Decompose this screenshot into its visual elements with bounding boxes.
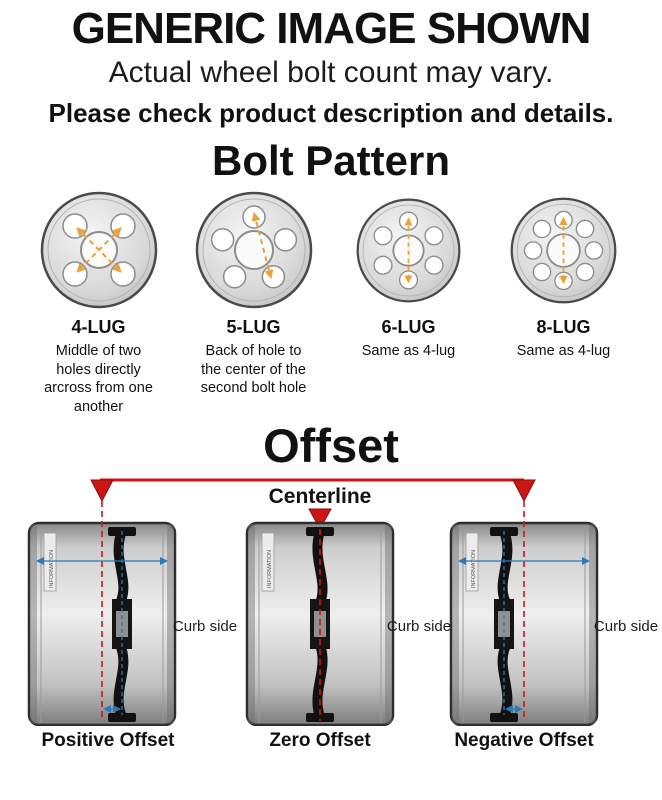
lug-hole bbox=[273, 228, 297, 252]
lug-description: Middle of two holes directly arcross fro… bbox=[44, 343, 153, 415]
centerline-marker bbox=[308, 508, 332, 531]
wheel-spoke bbox=[113, 643, 129, 720]
centerline-marker bbox=[512, 479, 536, 503]
bolt-pattern-item-4lug: 4-LUG Middle of two holes directly arcro… bbox=[21, 187, 176, 416]
curb-side-label: Curb side bbox=[594, 618, 658, 635]
lug-hole bbox=[424, 225, 444, 246]
lug-hole bbox=[575, 219, 595, 239]
offset-title: Offset bbox=[263, 419, 399, 473]
offset-type-label-zero: Zero Offset bbox=[269, 730, 371, 752]
lug-label: 5-LUG bbox=[226, 317, 281, 338]
lug-hole bbox=[575, 262, 595, 282]
bolt-pattern-4lug-diagram bbox=[40, 192, 157, 309]
curb-side-label: Curb side bbox=[387, 618, 451, 635]
wheel-spoke bbox=[113, 529, 129, 606]
curb-side-label: Curb side bbox=[173, 618, 237, 635]
page-title: GENERIC IMAGE SHOWN bbox=[71, 4, 592, 53]
note: Please check product description and det… bbox=[48, 98, 614, 129]
rim-sticker-label: INFORMATION bbox=[49, 550, 55, 588]
measurement-dashed-line bbox=[251, 212, 273, 280]
bolt-pattern-item-8lug: 8-LUG Same as 4-lug bbox=[486, 187, 641, 361]
lug-hole bbox=[554, 271, 573, 291]
offset-diagram: Centerline INFORMATION INFORMATION bbox=[27, 478, 658, 727]
bolt-pattern-6lug-diagram bbox=[356, 198, 461, 303]
centerline-label: Centerline bbox=[269, 485, 372, 508]
header: GENERIC IMAGE SHOWN Actual wheel bolt co… bbox=[0, 0, 662, 129]
lug-description: Back of hole to the center of the second… bbox=[200, 343, 307, 397]
lug-hole bbox=[584, 240, 604, 260]
offset-labels-row: Positive Offset Zero Offset Negative Off… bbox=[0, 728, 662, 758]
lug-hole bbox=[373, 225, 393, 246]
lug-hole bbox=[61, 261, 88, 288]
bolt-pattern-title: Bolt Pattern bbox=[211, 137, 450, 185]
lug-hole bbox=[210, 228, 234, 252]
lug-hole bbox=[398, 270, 419, 290]
lug-description: Same as 4-lug bbox=[516, 343, 611, 360]
lug-hole bbox=[532, 219, 552, 239]
wheel-spoke bbox=[497, 643, 513, 720]
lug-label: 6-LUG bbox=[381, 317, 436, 338]
bolt-pattern-row: 4-LUG Middle of two holes directly arcro… bbox=[0, 187, 662, 416]
rim-sticker-label: INFORMATION bbox=[471, 550, 477, 588]
offset-type-label-positive: Positive Offset bbox=[41, 730, 175, 752]
lug-hole bbox=[532, 262, 552, 282]
centerline-marker bbox=[90, 479, 114, 503]
lug-label: 4-LUG bbox=[71, 317, 126, 338]
lug-hole bbox=[424, 255, 444, 275]
wheel-spoke bbox=[497, 529, 513, 606]
lug-hole bbox=[222, 265, 246, 289]
bolt-pattern-8lug-diagram bbox=[510, 197, 617, 304]
lug-hole bbox=[109, 261, 136, 288]
rim-sticker-label: INFORMATION bbox=[267, 550, 273, 588]
lug-hole bbox=[241, 205, 266, 230]
offset-type-label-negative: Negative Offset bbox=[454, 730, 594, 752]
lug-description: Same as 4-lug bbox=[361, 343, 456, 360]
measurement-dashed-line bbox=[75, 227, 122, 273]
bolt-pattern-item-6lug: 6-LUG Same as 4-lug bbox=[331, 187, 486, 361]
bolt-pattern-5lug-diagram bbox=[195, 192, 312, 309]
center-bore bbox=[233, 230, 274, 271]
lug-hole bbox=[373, 255, 393, 275]
subtitle: Actual wheel bolt count may vary. bbox=[108, 56, 554, 90]
lug-label: 8-LUG bbox=[536, 317, 591, 338]
bolt-pattern-item-5lug: 5-LUG Back of hole to the center of the … bbox=[176, 187, 331, 398]
lug-hole bbox=[523, 240, 543, 260]
lug-hole bbox=[261, 265, 285, 289]
rim-sticker bbox=[261, 533, 275, 592]
